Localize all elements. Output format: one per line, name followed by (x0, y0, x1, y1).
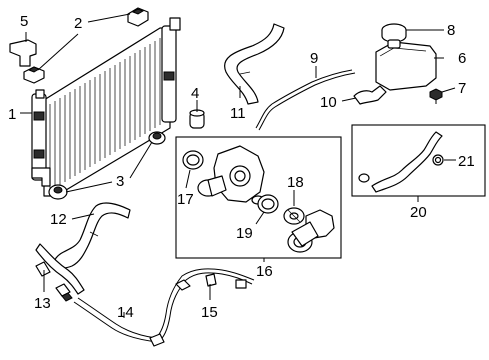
callout-4: 4 (191, 85, 199, 102)
callout-16: 16 (256, 263, 273, 280)
callout-18: 18 (287, 174, 304, 191)
radiator-bracket (9, 39, 37, 67)
callout-15: 15 (201, 304, 218, 321)
bypass-hose (371, 131, 443, 193)
lower-insulator (48, 184, 68, 200)
thermostat-housing (287, 209, 335, 253)
callout-19: 19 (236, 225, 253, 242)
hose-oring-right (432, 154, 444, 166)
callout-17: 17 (177, 191, 194, 208)
upper-insulator (148, 131, 166, 145)
callout-13: 13 (34, 295, 51, 312)
callout-12: 12 (50, 211, 67, 228)
housing-gasket-lower (257, 194, 279, 214)
coolant-reservoir (375, 39, 437, 91)
callout-5: 5 (20, 13, 28, 30)
upper-mount-bracket (127, 7, 149, 27)
hose-oring-left (358, 173, 370, 183)
callout-2: 2 (74, 15, 82, 32)
upper-radiator-hose (224, 23, 285, 105)
callout-9: 9 (310, 50, 318, 67)
hose-connector (35, 261, 73, 302)
tube-fittings (205, 273, 247, 289)
heater-hose (35, 243, 85, 295)
reservoir-bolt (429, 88, 443, 104)
hose-fitting (189, 109, 205, 129)
reservoir-hose (353, 85, 387, 105)
thermostat (283, 207, 305, 225)
callout-14: 14 (117, 304, 134, 321)
overflow-tube (255, 69, 356, 131)
lower-mount-bracket (23, 66, 45, 84)
reservoir-cap (381, 23, 407, 43)
callout-1: 1 (8, 106, 16, 123)
callout-8: 8 (447, 22, 455, 39)
callout-10: 10 (320, 94, 337, 111)
leader-lines (20, 13, 456, 318)
water-outlet-housing (197, 145, 265, 205)
callout-6: 6 (458, 50, 466, 67)
callout-20: 20 (410, 204, 427, 221)
callout-numbers: 1 2 3 4 5 6 7 8 9 10 11 12 13 14 15 16 1… (8, 13, 475, 321)
callout-3: 3 (116, 173, 124, 190)
coolant-tube-assembly (73, 268, 255, 347)
callout-11: 11 (230, 105, 246, 122)
callout-21: 21 (458, 153, 475, 170)
radiator (31, 17, 181, 197)
callout-7: 7 (458, 80, 466, 97)
thermostat-group-frame (175, 136, 342, 259)
housing-gasket-upper (182, 150, 204, 170)
